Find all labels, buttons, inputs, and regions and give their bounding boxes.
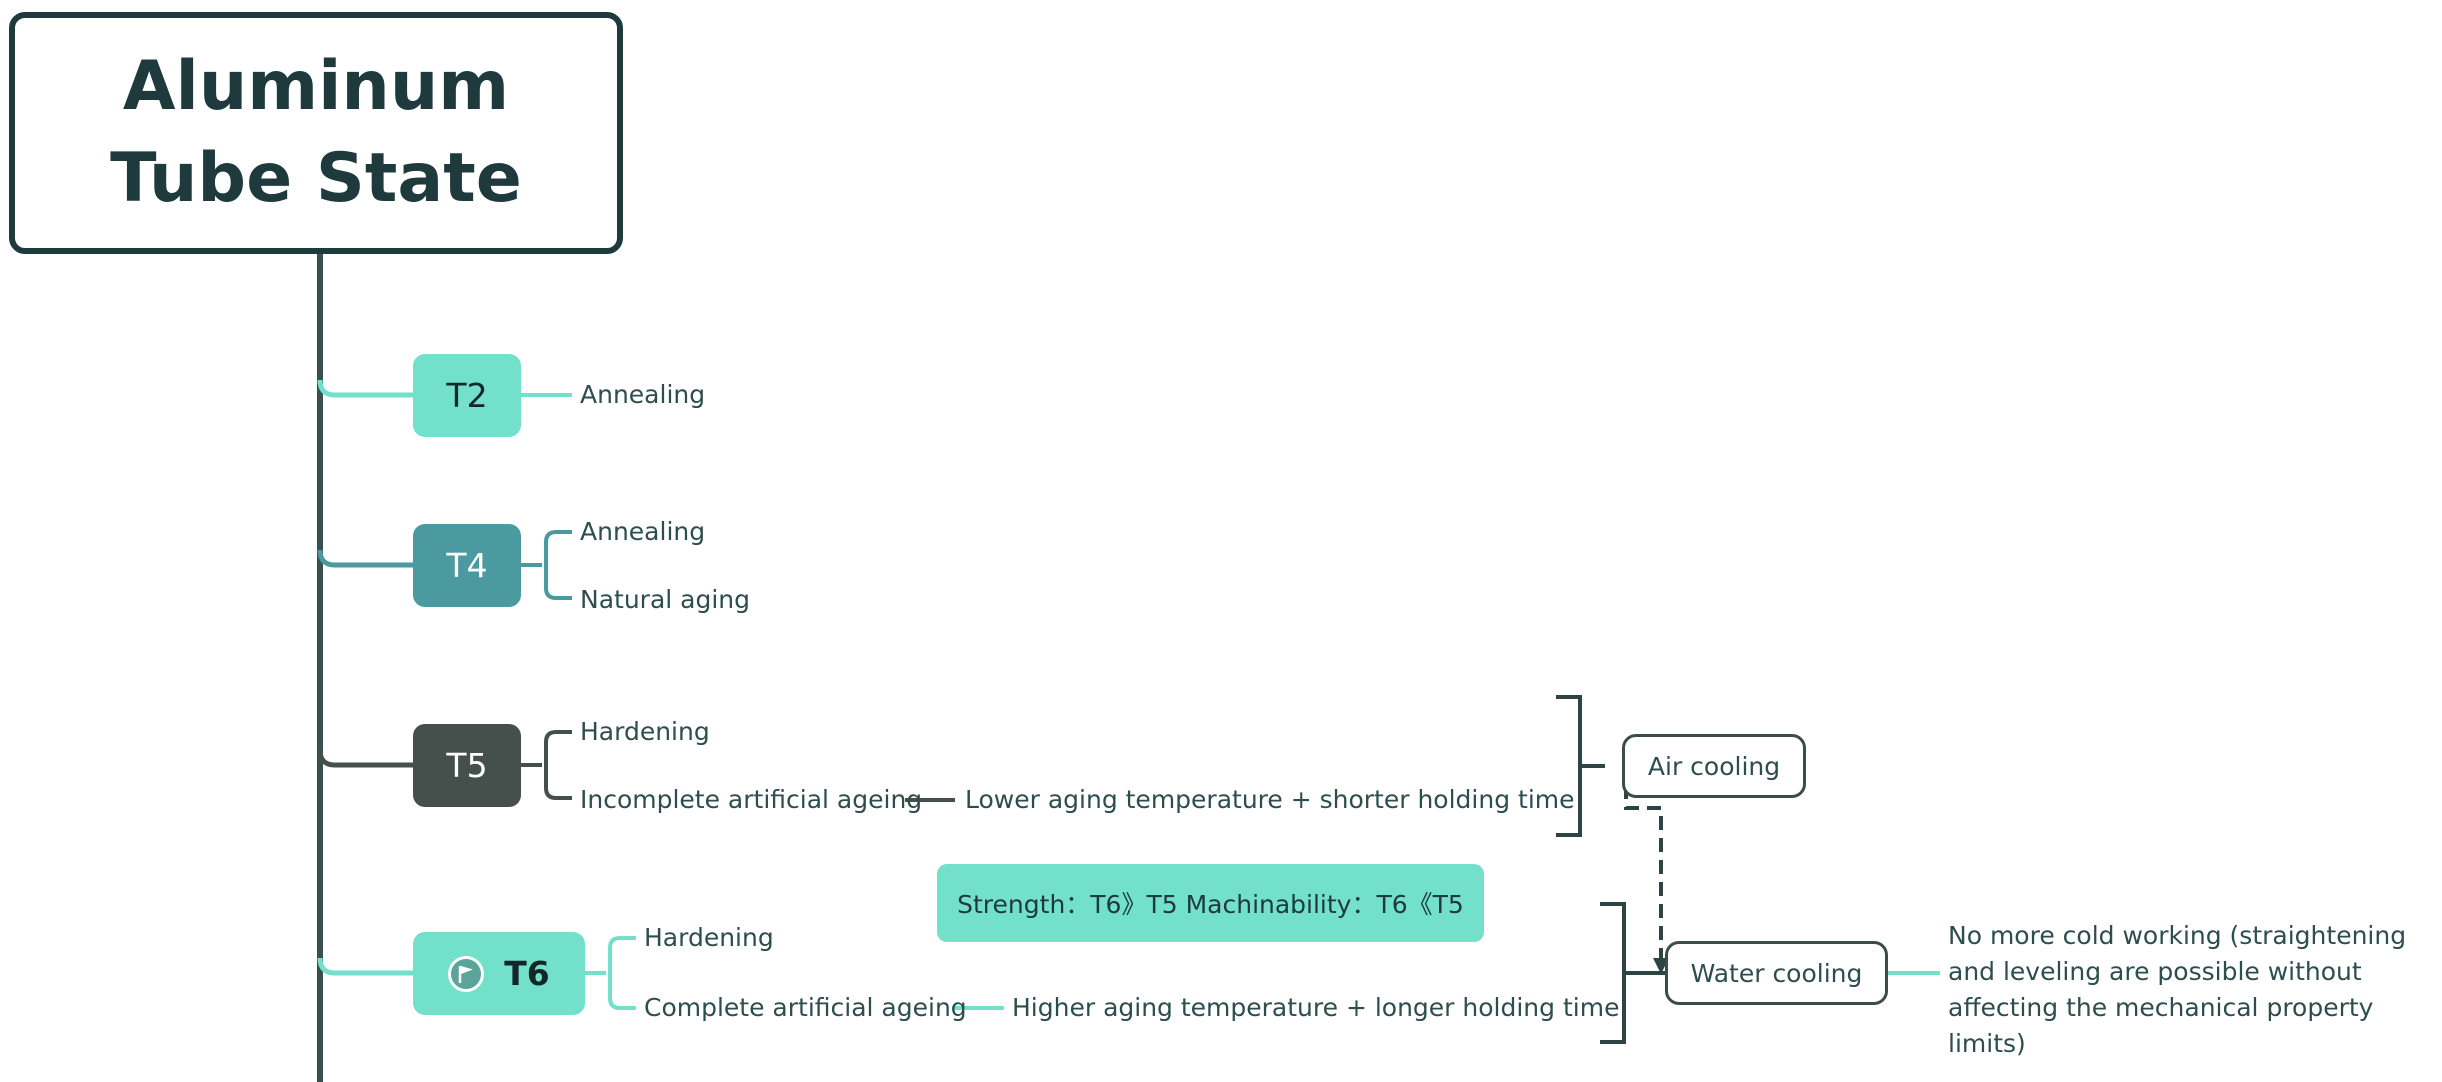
comparison-note[interactable]: Strength：T6》T5 Machinability：T6《T5 [937,864,1484,942]
t5-bracket [544,730,572,800]
t4-item-natural-aging: Natural aging [580,585,751,614]
water-cooling-box[interactable]: Water cooling [1665,941,1888,1005]
t6-bracket [608,936,636,1010]
t4-bracket [544,530,572,600]
state-t6[interactable]: T6 [413,932,585,1015]
t5-item-hardening: Hardening [580,717,710,746]
state-t5[interactable]: T5 [413,724,521,807]
air-bracket [1556,695,1582,837]
t2-item-annealing: Annealing [580,380,706,409]
state-t6-label: T6 [504,954,550,993]
t6-item-complete-ageing: Complete artificial ageing [644,993,967,1022]
branch-t5 [317,749,413,768]
state-t4[interactable]: T4 [413,524,521,607]
t6-item-hardening: Hardening [644,923,774,952]
dashed-arrow-line [1624,785,1663,962]
t5-detail: Lower aging temperature + shorter holdin… [965,785,1575,814]
t6-detail: Higher aging temperature + longer holdin… [1012,993,1620,1022]
flag-icon [448,955,485,992]
water-cooling-note: No more cold working (straightening and … [1948,921,2407,1058]
state-t2[interactable]: T2 [413,354,521,437]
air-cooling-box[interactable]: Air cooling [1622,734,1806,798]
branch-t4 [317,549,413,568]
root-title[interactable]: Aluminum Tube State [9,12,623,254]
t5-item-incomplete-ageing: Incomplete artificial ageing [580,785,923,814]
t4-item-annealing: Annealing [580,517,706,546]
branch-t2 [317,379,413,398]
branch-t6 [317,957,413,976]
